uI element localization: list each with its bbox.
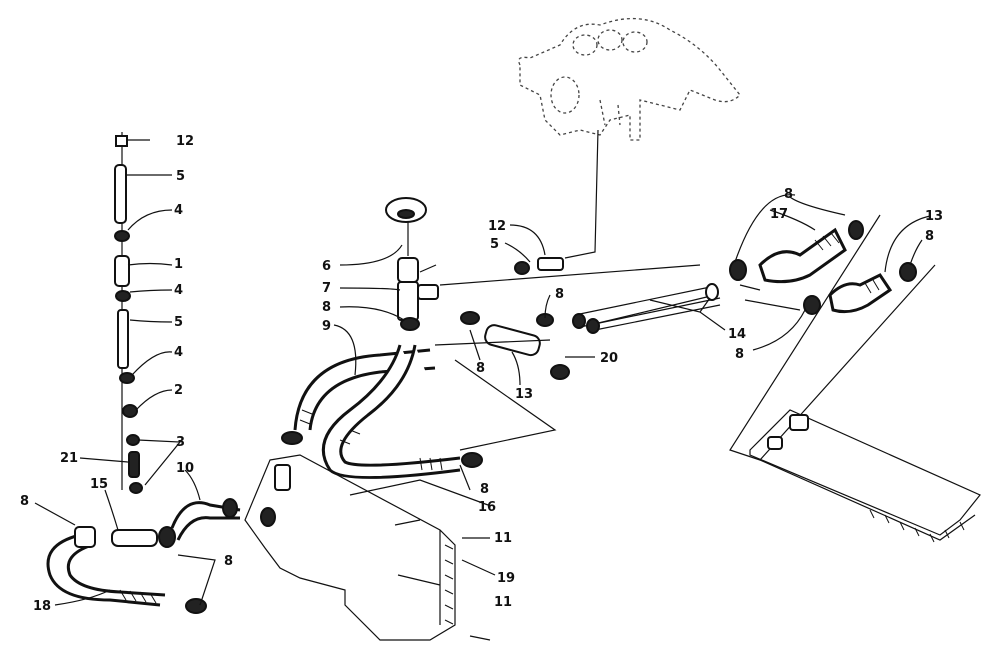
label-19: 19 [497,571,515,586]
label-21: 21 [60,451,78,466]
label-11: 11 [494,531,512,546]
callout-labels: 12 5 4 1 4 5 4 2 3 21 10 15 8 18 8 6 7 8… [20,134,943,614]
leader-lines [34,139,931,606]
label-5: 5 [174,315,183,330]
label-15: 15 [90,477,108,492]
label-8: 8 [20,494,29,509]
label-8: 8 [555,287,564,302]
label-1: 1 [174,257,183,272]
label-13: 13 [925,209,943,224]
label-16: 16 [478,500,496,515]
label-13: 13 [515,387,533,402]
label-8: 8 [476,361,485,376]
label-4: 4 [174,283,183,298]
label-18: 18 [33,599,51,614]
center-hoses [281,344,483,479]
label-8: 8 [735,347,744,362]
label-4: 4 [174,203,183,218]
label-11: 11 [494,595,512,610]
label-10: 10 [176,461,194,476]
label-3: 3 [176,435,185,450]
label-17: 17 [770,207,788,222]
label-5: 5 [176,169,185,184]
label-8: 8 [322,300,331,315]
label-14: 14 [728,327,746,342]
lower-left-hoses [46,498,241,614]
engine-connection-line [564,129,599,259]
label-9: 9 [322,319,331,334]
engine-outline [518,17,741,141]
label-8: 8 [480,482,489,497]
label-2: 2 [174,383,183,398]
label-4: 4 [174,345,183,360]
label-8: 8 [925,229,934,244]
label-6: 6 [322,259,331,274]
label-5: 5 [490,237,499,252]
radiator-cap-assembly [385,197,439,331]
label-8: 8 [784,187,793,202]
label-7: 7 [322,281,331,296]
label-20: 20 [600,351,618,366]
radiator [244,454,496,641]
left-parts-stack [114,132,143,494]
heat-exchanger [749,409,981,543]
right-hoses [729,214,936,461]
middle-pipes [434,257,721,451]
label-12: 12 [176,134,194,149]
label-8: 8 [224,554,233,569]
label-12: 12 [488,219,506,234]
